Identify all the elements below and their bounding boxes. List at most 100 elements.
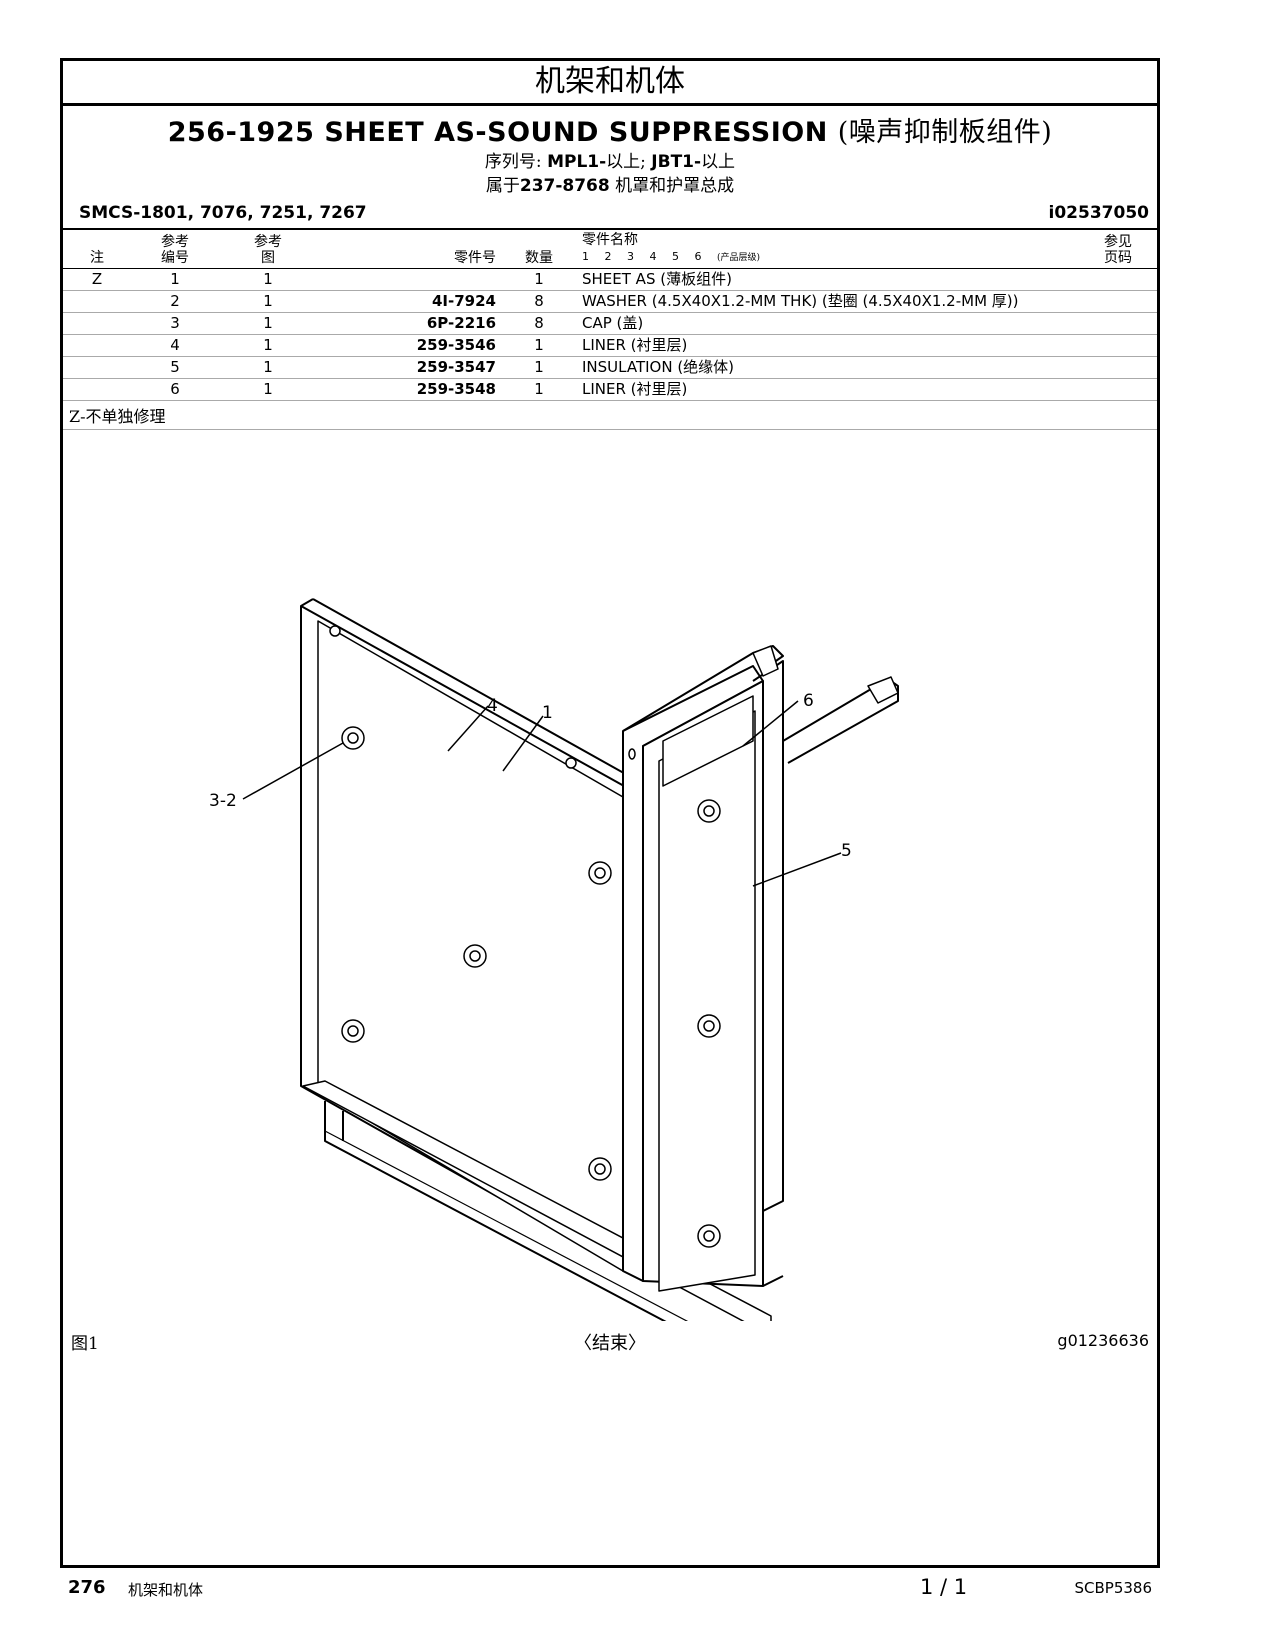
- channel-side: [762, 1275, 784, 1287]
- cell-ref: 4: [131, 334, 219, 357]
- cell-name: LINER (衬里层): [578, 334, 1079, 357]
- washer-hole: [594, 1163, 606, 1175]
- cell-fig: 1: [219, 334, 317, 357]
- washer-hole: [347, 1025, 359, 1037]
- header-ref: 参考编号: [131, 230, 219, 269]
- smcs-row: SMCS-1801, 7076, 7251, 7267 i02537050: [63, 200, 1157, 230]
- bracket-cap: [752, 645, 779, 677]
- header: 256-1925 SHEET AS-SOUND SUPPRESSION (噪声抑…: [63, 106, 1157, 198]
- panel-edge: [300, 598, 314, 607]
- title-name: SHEET AS-SOUND SUPPRESSION: [324, 117, 828, 148]
- cell-fig: 1: [219, 268, 317, 291]
- table-row: 6 1 259-3548 1 LINER (衬里层): [63, 378, 1157, 401]
- washer-hole: [347, 732, 359, 744]
- document-ident: i02537050: [1048, 203, 1149, 223]
- serial-suffix-1: 以上;: [606, 152, 646, 172]
- cell-qty: 8: [500, 290, 578, 313]
- leader-3-2: [242, 742, 344, 800]
- cell-qty: 1: [500, 356, 578, 379]
- cell-page: [1079, 290, 1157, 313]
- cell-name: WASHER (4.5X40X1.2-MM THK) (垫圈 (4.5X40X1…: [578, 290, 1079, 313]
- main-title: 256-1925 SHEET AS-SOUND SUPPRESSION (噪声抑…: [63, 116, 1157, 150]
- header-note: 注: [63, 230, 131, 269]
- cell-name: INSULATION (绝缘体): [578, 356, 1079, 379]
- cell-ref: 5: [131, 356, 219, 379]
- cell-page: [1079, 356, 1157, 379]
- serial-suffix-2: 以上: [701, 152, 736, 172]
- title-part-number: 256-1925: [167, 117, 315, 148]
- smcs-codes: SMCS-1801, 7076, 7251, 7267: [79, 203, 367, 223]
- end-mark: 〈结束〉: [574, 1333, 646, 1354]
- cell-note: [63, 356, 131, 379]
- cell-ref: 3: [131, 312, 219, 335]
- cell-part: 4I-7924: [317, 290, 500, 313]
- header-page: 参见页码: [1079, 230, 1157, 269]
- page-footer: 276 机架和机体 1 / 1 SCBP5386: [60, 1573, 1160, 1603]
- cell-ref: 6: [131, 378, 219, 401]
- title-name-zh: (噪声抑制板组件): [837, 117, 1053, 148]
- insulation-strip: [658, 710, 756, 1292]
- callout-6: 6: [803, 691, 814, 711]
- cell-fig: 1: [219, 378, 317, 401]
- cell-part: 259-3546: [317, 334, 500, 357]
- cell-part: 259-3547: [317, 356, 500, 379]
- panel-hole: [329, 625, 341, 637]
- cell-fig: 1: [219, 290, 317, 313]
- figure-label: 图1: [71, 1334, 99, 1354]
- graphic-id: g01236636: [1057, 1331, 1149, 1350]
- table-row: Z 1 1 1 SHEET AS (薄板组件): [63, 268, 1157, 291]
- callout-1: 1: [542, 703, 553, 723]
- panel-hole: [565, 757, 577, 769]
- cell-ref: 1: [131, 268, 219, 291]
- cell-qty: 1: [500, 378, 578, 401]
- cell-note: [63, 334, 131, 357]
- header-part: 零件号: [317, 230, 500, 269]
- cell-name: CAP (盖): [578, 312, 1079, 335]
- belongs-name: 机罩和护罩总成: [615, 176, 735, 196]
- washer-hole: [594, 867, 606, 879]
- liner-top: [662, 695, 754, 787]
- bracket-cap: [867, 676, 899, 704]
- cell-note: [63, 378, 131, 401]
- bottom-flange-edge: [324, 1101, 667, 1321]
- page-number: 276: [68, 1577, 106, 1598]
- cell-qty: 8: [500, 312, 578, 335]
- section-title: 机架和机体: [63, 61, 1157, 106]
- cell-part: 6P-2216: [317, 312, 500, 335]
- panel-edge: [312, 598, 639, 782]
- cell-qty: 1: [500, 334, 578, 357]
- table-row: 5 1 259-3547 1 INSULATION (绝缘体): [63, 356, 1157, 379]
- table-row: 2 1 4I-7924 8 WASHER (4.5X40X1.2-MM THK)…: [63, 290, 1157, 313]
- header-fig: 参考图: [219, 230, 317, 269]
- cell-page: [1079, 334, 1157, 357]
- washer-hole: [703, 1020, 715, 1032]
- cell-qty: 1: [500, 268, 578, 291]
- cell-part: 259-3548: [317, 378, 500, 401]
- page-fraction: 1 / 1: [920, 1575, 968, 1599]
- cell-note: [63, 290, 131, 313]
- callout-3-2: 3-2: [209, 791, 237, 811]
- belongs-line: 属于237-8768 机罩和护罩总成: [63, 174, 1157, 198]
- table-row: 3 1 6P-2216 8 CAP (盖): [63, 312, 1157, 335]
- header-qty: 数量: [500, 230, 578, 269]
- cell-fig: 1: [219, 356, 317, 379]
- belongs-part: 237-8768: [519, 176, 610, 196]
- cell-note: [63, 312, 131, 335]
- leader-1: [502, 715, 544, 772]
- cell-note: Z: [63, 268, 131, 291]
- serial-value-2: JBT1-: [651, 152, 702, 172]
- washer-hole: [703, 1230, 715, 1242]
- top-bracket-arm: [622, 645, 784, 732]
- cell-page: [1079, 268, 1157, 291]
- cell-ref: 2: [131, 290, 219, 313]
- washer-hole: [703, 805, 715, 817]
- serial-value-1: MPL1-: [547, 152, 607, 172]
- footer-section: 机架和机体: [128, 1581, 204, 1599]
- callout-5: 5: [841, 841, 852, 861]
- belongs-prefix: 属于: [485, 176, 520, 196]
- cell-fig: 1: [219, 312, 317, 335]
- leader-4: [447, 705, 489, 752]
- leader-5: [752, 852, 842, 887]
